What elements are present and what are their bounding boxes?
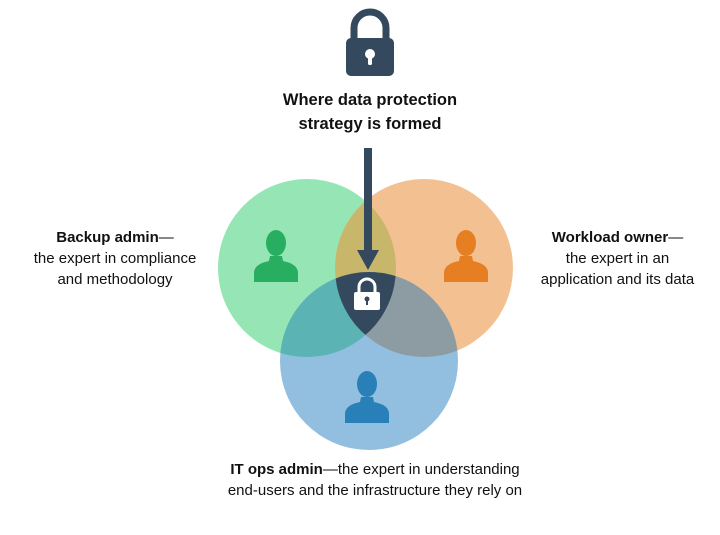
workload-owner-desc-1: the expert in an (565, 250, 670, 267)
orange-blue-overlap (335, 272, 458, 357)
green-blue-overlap (280, 272, 396, 357)
workload-owner-desc-2: application and its data (540, 271, 695, 288)
arrow-down-icon (357, 148, 379, 270)
it-ops-admin-label: IT ops admin—the expert in understanding… (170, 459, 580, 501)
it-ops-admin-desc-2: end-users and the infrastructure they re… (227, 482, 523, 499)
person-icon (444, 230, 488, 282)
it-ops-admin-desc-1: —the expert in understanding (322, 461, 520, 478)
backup-admin-desc-1: the expert in compliance (33, 250, 197, 267)
workload-owner-role: Workload owner (551, 229, 669, 246)
person-icon (254, 230, 298, 282)
backup-admin-role: Backup admin (56, 229, 159, 246)
backup-admin-dash: — (158, 229, 174, 246)
diagram-title: Where data protection strategy is formed (230, 88, 510, 136)
person-icon (345, 371, 389, 423)
lock-icon (346, 8, 394, 76)
workload-owner-dash: — (668, 229, 684, 246)
title-line-1: Where data protection (282, 91, 458, 109)
it-ops-admin-role: IT ops admin (230, 461, 323, 478)
backup-admin-label: Backup admin— the expert in compliance a… (10, 227, 220, 290)
center-lock-icon (354, 277, 380, 310)
workload-owner-label: Workload owner— the expert in an applica… (520, 227, 715, 290)
backup-admin-desc-2: and methodology (57, 271, 173, 288)
title-line-2: strategy is formed (298, 115, 442, 133)
